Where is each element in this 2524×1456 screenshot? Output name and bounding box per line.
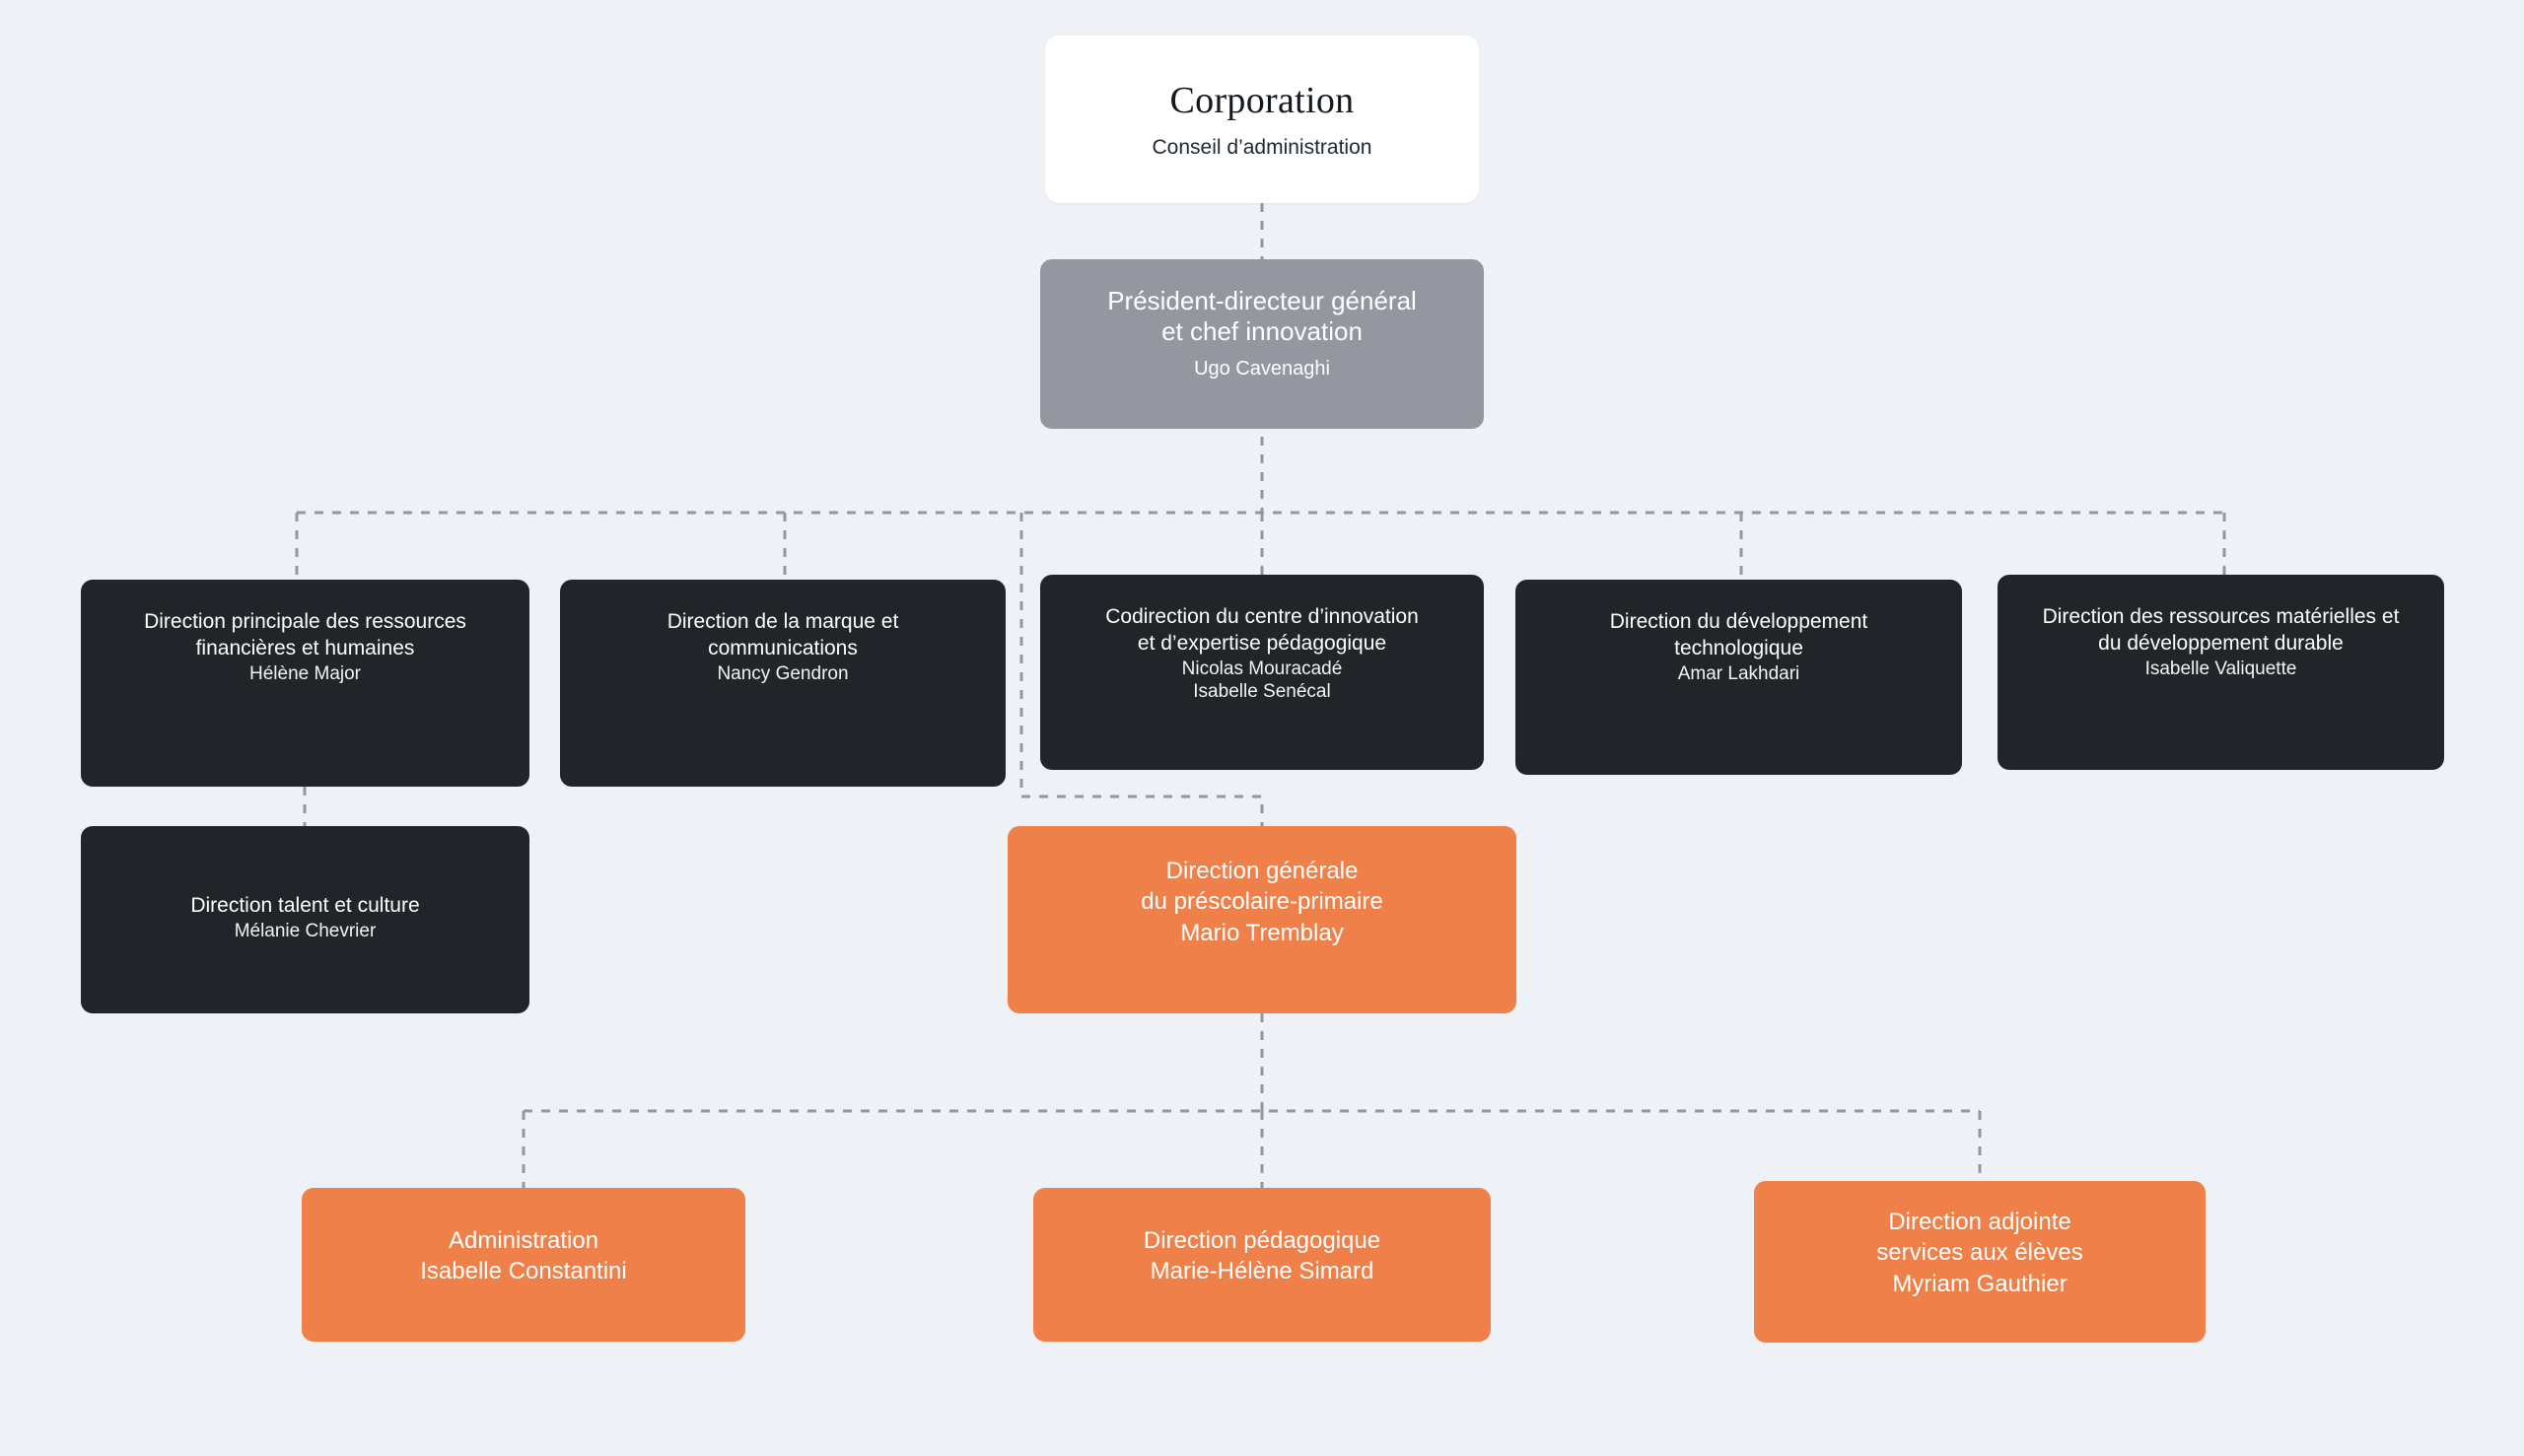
node-dept-5-title-line2: du développement durable — [2098, 631, 2344, 655]
node-executive-title-line1: Président-directeur général — [1107, 286, 1417, 315]
node-corporation-subtitle: Conseil d’administration — [1152, 135, 1372, 159]
node-sub-3-person: Myriam Gauthier — [1892, 1270, 2068, 1297]
node-general-direction-title-line1: Direction générale — [1165, 858, 1359, 884]
node-talent-title: Direction talent et culture — [190, 894, 420, 917]
node-dept-3-title-line2: et d’expertise pédagogique — [1137, 631, 1387, 655]
node-sub-3-title-line2: services aux élèves — [1876, 1239, 2083, 1267]
node-dept-5-title-line1: Direction des ressources matérielles et — [2042, 605, 2400, 628]
node-sub-3-title-line1: Direction adjointe — [1888, 1209, 2071, 1235]
node-direction-developpement-technologique[interactable]: Direction du développement technologique… — [1515, 580, 1962, 775]
node-dept-1-title-line2: financières et humaines — [195, 636, 415, 659]
node-direction-generale-prescolaire-primaire[interactable]: Direction générale du préscolaire-primai… — [1008, 826, 1516, 1013]
node-dept-3-person-2: Isabelle Senécal — [1193, 681, 1331, 703]
node-corporation-title: Corporation — [1169, 80, 1355, 121]
node-talent-person: Mélanie Chevrier — [234, 920, 377, 941]
node-direction-marque-communications[interactable]: Direction de la marque et communications… — [560, 580, 1006, 787]
node-direction-talent-culture[interactable]: Direction talent et culture Mélanie Chev… — [81, 826, 529, 1013]
node-dept-1-person: Hélène Major — [249, 662, 361, 684]
node-dept-4-title-line2: technologique — [1674, 636, 1803, 659]
node-executive-title-line2: et chef innovation — [1161, 315, 1363, 346]
node-dept-4-person: Amar Lakhdari — [1677, 662, 1800, 684]
node-sub-1-title: Administration — [448, 1227, 599, 1254]
node-corporation[interactable]: Corporation Conseil d’administration — [1045, 35, 1479, 203]
node-dept-2-person: Nancy Gendron — [717, 662, 849, 684]
node-direction-pedagogique[interactable]: Direction pédagogique Marie-Hélène Simar… — [1033, 1188, 1491, 1342]
node-direction-ressources-materielles[interactable]: Direction des ressources matérielles et … — [1998, 575, 2444, 770]
node-sub-1-person: Isabelle Constantini — [420, 1258, 627, 1285]
node-general-direction-title-line2: du préscolaire-primaire — [1141, 888, 1383, 916]
node-direction-adjointe-services-eleves[interactable]: Direction adjointe services aux élèves M… — [1754, 1181, 2206, 1343]
node-dept-3-title-line1: Codirection du centre d’innovation — [1105, 605, 1419, 628]
node-dept-2-title-line1: Direction de la marque et — [666, 610, 899, 633]
wire-elbow-to-general-direction — [1021, 795, 1264, 826]
node-executive-person: Ugo Cavenaghi — [1194, 358, 1330, 381]
node-sub-2-title: Direction pédagogique — [1143, 1227, 1381, 1254]
node-dept-5-person: Isabelle Valiquette — [2144, 658, 2297, 679]
node-sub-2-person: Marie-Hélène Simard — [1150, 1258, 1374, 1285]
node-administration[interactable]: Administration Isabelle Constantini — [302, 1188, 745, 1342]
node-dept-2-title-line2: communications — [708, 636, 858, 659]
node-dept-3-person: Nicolas Mouracadé — [1181, 658, 1343, 679]
node-direction-ressources-financieres-humaines[interactable]: Direction principale des ressources fina… — [81, 580, 529, 787]
node-president-directeur-general[interactable]: Président-directeur général et chef inno… — [1040, 259, 1484, 429]
node-dept-1-title-line1: Direction principale des ressources — [144, 610, 466, 633]
node-codirection-centre-innovation[interactable]: Codirection du centre d’innovation et d’… — [1040, 575, 1484, 770]
node-general-direction-person: Mario Tremblay — [1180, 919, 1344, 946]
node-dept-4-title-line1: Direction du développement — [1609, 610, 1868, 633]
